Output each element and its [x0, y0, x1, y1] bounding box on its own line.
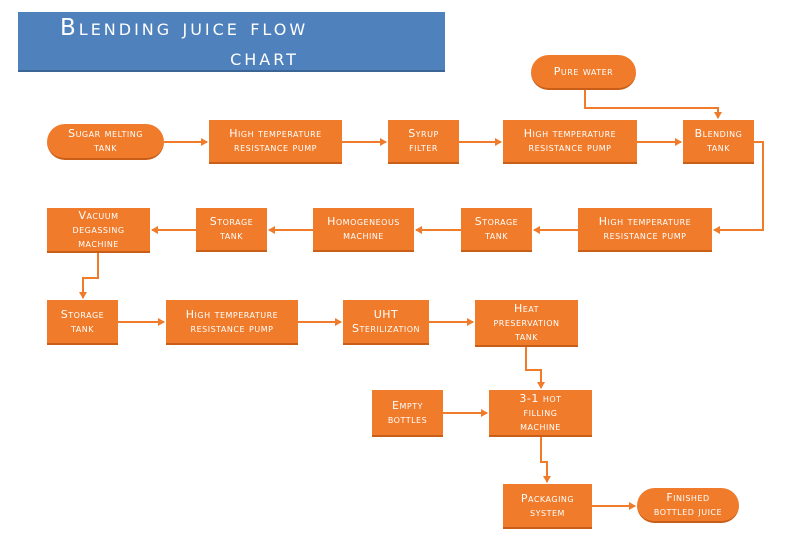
title-line-2: chart	[230, 45, 299, 71]
node-pump-3: High temperature resistance pump	[578, 208, 712, 252]
node-pump-2: High temperature resistance pump	[503, 120, 637, 164]
node-pump-1: High temperature resistance pump	[209, 120, 342, 164]
arrow-heat_tank-to-filling	[525, 347, 545, 389]
node-packaging-system: Packaging system	[503, 484, 592, 529]
title-line-1: Blending juice flow	[60, 15, 309, 41]
node-finished-bottled-juice: Finished bottled juice	[637, 488, 739, 523]
node-storage-tank-2: Storage tank	[196, 208, 267, 252]
node-homogeneous-machine: Homogeneous machine	[313, 208, 414, 252]
node-pump-4: High temperature resistance pump	[166, 300, 298, 345]
node-storage-tank-3: Storage tank	[47, 300, 118, 345]
node-vacuum-degassing-machine: Vacuum degassing machine	[47, 208, 150, 253]
node-syrup-filter: Syrup filter	[388, 120, 459, 164]
title-banner: Blending juice flow chart	[18, 12, 445, 72]
arrow-filling-to-packaging	[540, 437, 551, 483]
node-heat-preservation-tank: Heat preservation tank	[475, 300, 578, 347]
node-blending-tank: Blending tank	[683, 120, 754, 164]
arrow-pure_water-to-blending_tank	[584, 90, 722, 119]
arrow-blending_tank-to-pump3	[713, 141, 764, 234]
node-uht-sterilization: UHT Sterilization	[343, 300, 429, 345]
node-storage-tank-1: Storage tank	[461, 208, 532, 252]
node-sugar-melting-tank: Sugar melting tank	[47, 124, 164, 160]
arrow-vacuum-to-storage3	[79, 253, 99, 299]
node-empty-bottles: Empty bottles	[372, 390, 443, 437]
node-hot-filling-machine: 3-1 hot filling machine	[489, 390, 592, 437]
node-pure-water: Pure water	[531, 55, 636, 90]
